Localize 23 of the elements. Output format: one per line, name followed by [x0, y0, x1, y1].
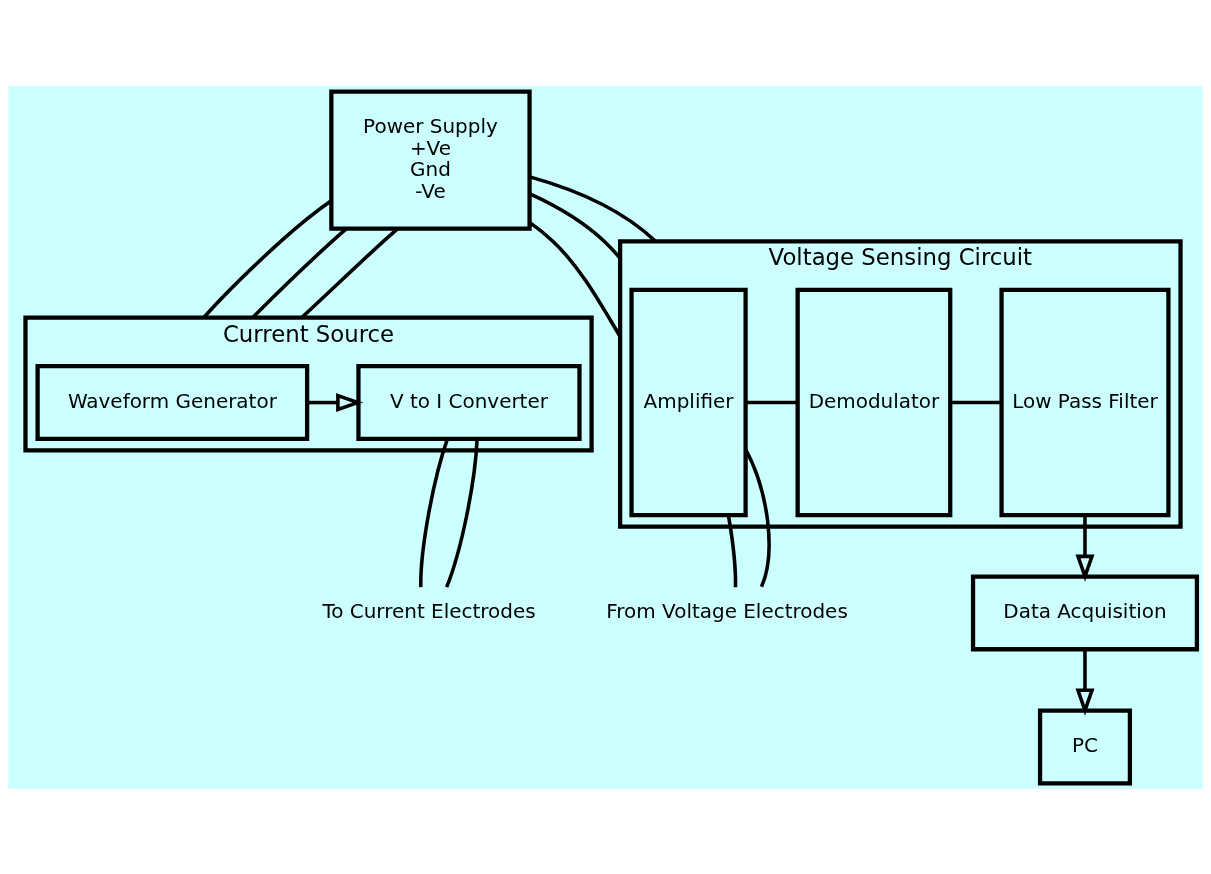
arrow: [1075, 648, 1095, 716]
connector: [202, 198, 333, 319]
node-text: From Voltage Electrodes: [606, 598, 848, 623]
connector: [726, 514, 738, 587]
connector: [950, 400, 1002, 404]
node-box: Waveform Generator: [35, 363, 310, 441]
connector: [419, 438, 449, 587]
connector: [445, 438, 479, 588]
node-box: Low Pass Filter: [999, 287, 1171, 517]
connector: [745, 400, 798, 404]
arrow: [1075, 515, 1095, 582]
arrow: [307, 392, 364, 412]
connector: [251, 227, 348, 319]
node-box: V to I Converter: [356, 363, 582, 441]
node-box: Demodulator: [795, 287, 953, 517]
connector: [300, 227, 399, 319]
connector: [529, 174, 657, 243]
node-box: Power Supply +Ve Gnd -Ve: [329, 89, 532, 231]
node-text: To Current Electrodes: [322, 598, 536, 623]
connector: [744, 448, 771, 587]
node-box: Data Acquisition: [970, 573, 1200, 651]
node-box: PC: [1037, 707, 1133, 785]
node-box: Amplifier: [629, 287, 748, 517]
